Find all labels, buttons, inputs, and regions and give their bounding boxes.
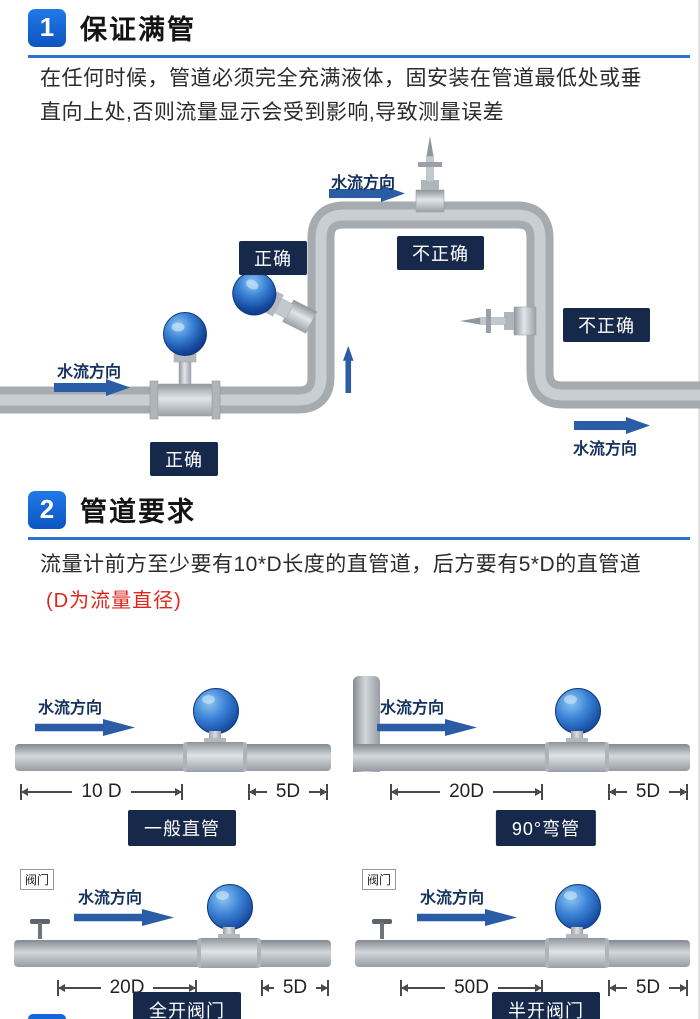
flowmeter-collar	[566, 934, 588, 940]
section2-number-badge: 2	[28, 490, 66, 529]
section1-header: 1 保证满管	[28, 8, 690, 58]
flow-direction-label-top: 水流方向	[331, 175, 396, 192]
flowmeter-body	[197, 938, 261, 968]
flow-arrow-d	[417, 909, 517, 926]
flow-meter-b	[545, 688, 609, 774]
dimension-label: 5D	[282, 977, 308, 998]
section2-body: 流量计前方至少要有10*D长度的直管道，后方要有5*D的直管道	[40, 553, 642, 576]
flow-direction-label-right: 水流方向	[573, 441, 638, 458]
flow-arrow-c	[74, 909, 174, 926]
flow-meter-correct-horizontal	[149, 312, 221, 420]
incorrect-badge-right: 不正确	[563, 308, 650, 342]
flow-direction-label-a: 水流方向	[38, 700, 103, 717]
dimension-label: 5D	[635, 977, 661, 998]
dimension-label: 20D	[449, 781, 484, 802]
insertion-sensor-side-incorrect	[460, 306, 537, 336]
flow-arrow-right	[574, 417, 650, 434]
full-pipe-installation-diagram	[0, 136, 700, 434]
flowmeter-transmitter-icon	[555, 688, 601, 734]
section2-note: (D为流量直径)	[46, 590, 182, 612]
flowmeter-body	[183, 742, 247, 772]
flow-arrow-b	[377, 719, 477, 736]
caption-half-open-valve: 半开阀门	[492, 992, 600, 1019]
correct-badge-upper: 正确	[239, 241, 307, 275]
correct-badge-lower: 正确	[150, 442, 218, 476]
flow-meter-d	[545, 884, 609, 970]
valve-label-d: 阀门	[362, 869, 397, 890]
flowmeter-transmitter-icon	[193, 688, 239, 734]
dimension-front-a: 10 D	[20, 781, 184, 802]
flow-arrow-up	[343, 345, 354, 393]
section1-body-line1: 在任何时候，管道必须完全充满液体，固安装在管道最低处或垂	[40, 67, 642, 90]
flowmeter-body	[545, 742, 609, 772]
flow-meter-correct-angled	[232, 271, 318, 334]
incorrect-badge-top: 不正确	[397, 236, 484, 270]
dimension-back-d: 5D	[608, 977, 689, 998]
dimension-back-a: 5D	[248, 781, 329, 802]
dimension-front-b: 20D	[390, 781, 544, 802]
flowmeter-body	[545, 938, 609, 968]
dimension-label: 5D	[275, 781, 301, 802]
flow-direction-label-left: 水流方向	[57, 364, 122, 381]
flow-arrow-a	[35, 719, 135, 736]
flow-meter-c	[197, 884, 261, 970]
flowmeter-collar	[566, 738, 588, 744]
dimension-label: 50D	[454, 977, 489, 998]
pipe-c	[14, 940, 331, 967]
flow-meter-a	[183, 688, 247, 774]
flow-direction-label-c: 水流方向	[78, 890, 143, 907]
flow-direction-label-d: 水流方向	[420, 890, 485, 907]
caption-straight-pipe: 一般直管	[128, 810, 236, 846]
pipe-a	[15, 744, 331, 771]
flow-direction-label-b: 水流方向	[380, 700, 445, 717]
dimension-back-c: 5D	[261, 977, 330, 998]
pipe-b	[353, 744, 690, 771]
section2-title: 管道要求	[80, 497, 196, 527]
section1-number-badge: 1	[28, 8, 66, 47]
valve-label-c: 阀门	[20, 869, 55, 890]
pipe-run	[0, 201, 700, 414]
dimension-label: 5D	[635, 781, 661, 802]
flowmeter-collar	[218, 934, 240, 940]
section1-body-line2: 直向上处,否则流量显示会受到影响,导致测量误差	[40, 101, 505, 124]
dimension-front-d: 50D	[400, 977, 544, 998]
flowmeter-transmitter-icon	[207, 884, 253, 930]
flowmeter-collar	[204, 738, 226, 744]
page-right-border	[698, 0, 700, 1019]
caption-90-bend: 90°弯管	[495, 810, 597, 846]
pipe-d	[355, 940, 690, 967]
flowmeter-transmitter-icon	[555, 884, 601, 930]
section2-header: 2 管道要求	[28, 490, 690, 540]
section1-title: 保证满管	[80, 15, 196, 45]
dimension-back-b: 5D	[608, 781, 689, 802]
dimension-label: 10 D	[81, 781, 122, 802]
caption-open-valve: 全开阀门	[133, 992, 241, 1019]
section3-badge-partial	[28, 1014, 66, 1019]
insertion-sensor-top-incorrect	[415, 136, 445, 213]
